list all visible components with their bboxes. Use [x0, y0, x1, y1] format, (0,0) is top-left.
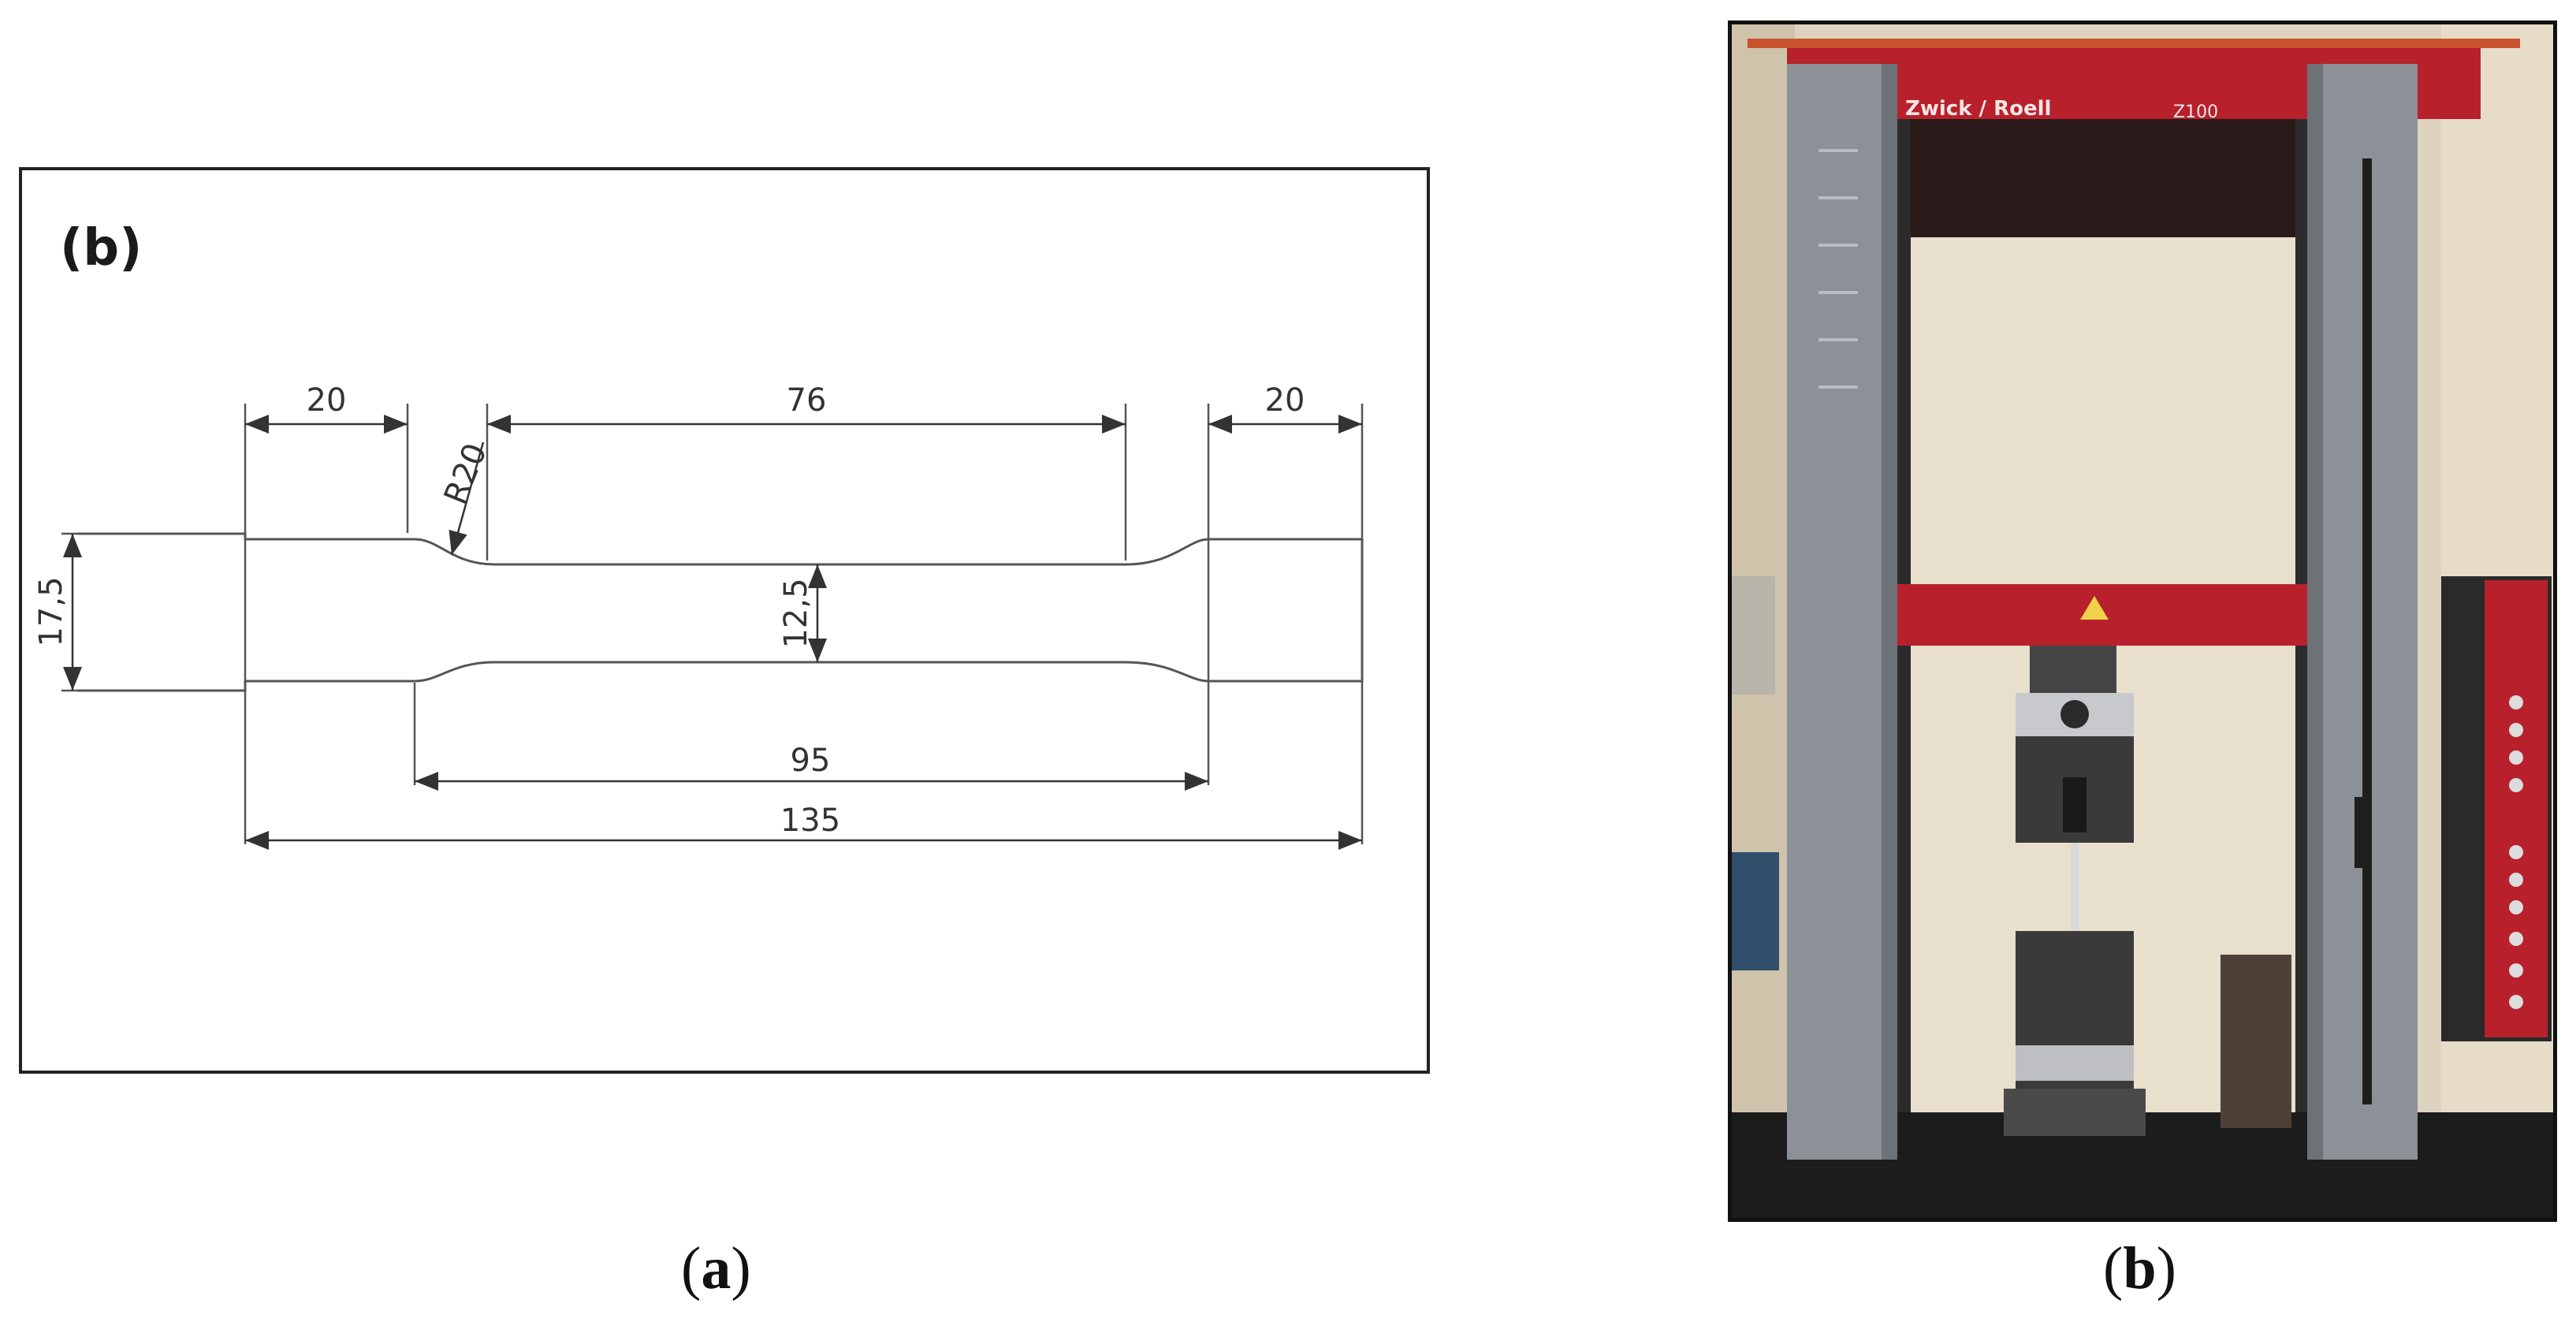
- dim-gauge: 76: [787, 382, 827, 419]
- dim-neck: 12,5: [778, 578, 814, 648]
- specimen-drawing-panel: (b): [19, 167, 1430, 1074]
- testing-machine-illustration: Zwick / Roell Z100: [1732, 24, 2553, 1218]
- dim-reduced: 95: [791, 743, 831, 779]
- testing-machine-photo: Zwick / Roell Z100: [1728, 20, 2557, 1222]
- dim-left-grip: 20: [307, 382, 347, 419]
- left-column: [1787, 64, 1897, 1160]
- brand-label: Zwick / Roell: [1905, 97, 2051, 121]
- caption-b: (b): [2103, 1235, 2176, 1302]
- caption-a: (a): [681, 1235, 751, 1302]
- model-label: Z100: [2173, 102, 2218, 122]
- caption-b-letter: b: [2123, 1235, 2157, 1302]
- dim-right-grip: 20: [1265, 382, 1305, 419]
- specimen-outline: [77, 532, 1364, 692]
- dim-width: 17,5: [33, 576, 69, 646]
- panel-inner-label: (b): [60, 219, 143, 277]
- dim-radius: R20: [437, 438, 494, 509]
- specimen-drawing: 20 76 20 95 135 17,5 12,5 R20: [33, 382, 1364, 850]
- extension-lines: [61, 404, 1364, 844]
- caption-a-letter: a: [701, 1235, 731, 1302]
- radius-leader: [449, 441, 485, 556]
- dim-overall: 135: [780, 803, 840, 839]
